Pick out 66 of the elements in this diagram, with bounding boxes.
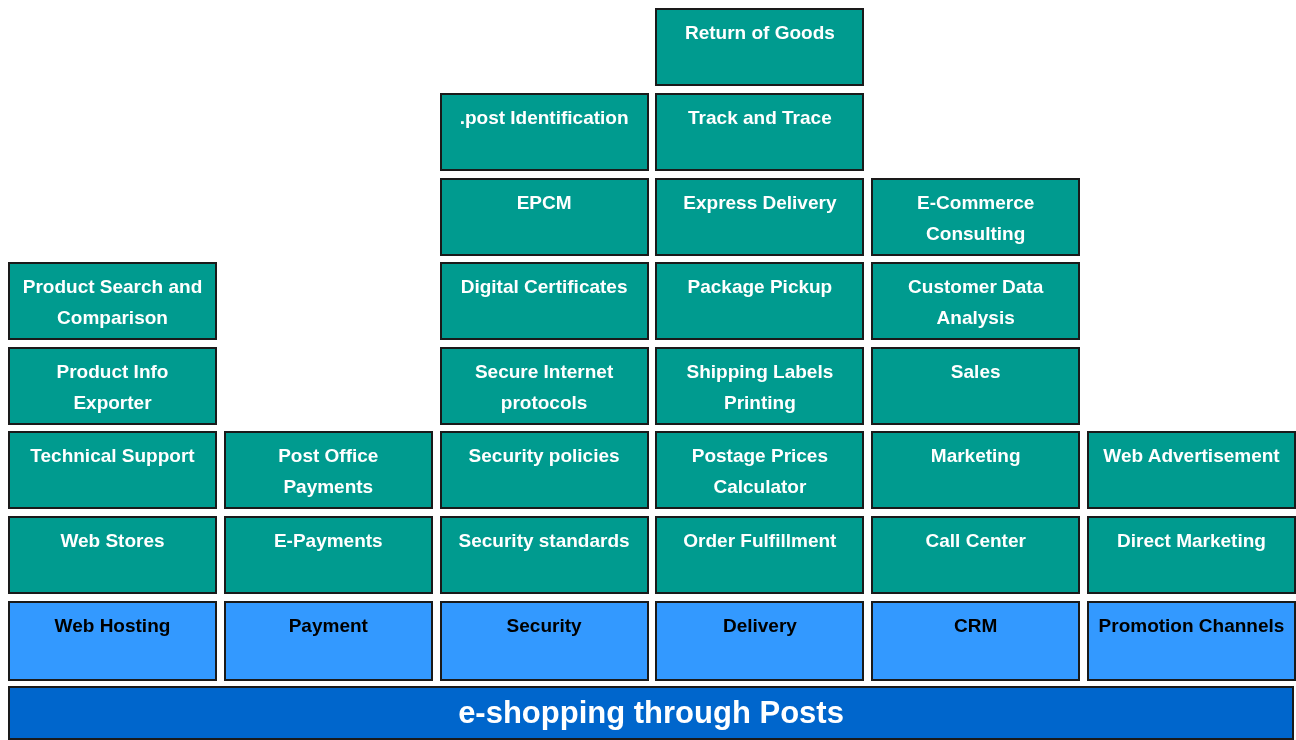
- service-box: [439, 262, 649, 341]
- category-box: [8, 601, 217, 681]
- box-label: e-shopping through Posts: [458, 695, 844, 731]
- box-label: EPCM: [516, 190, 572, 215]
- service-box: [871, 431, 1081, 510]
- category-box: [1087, 601, 1296, 681]
- box-label: E-Commerce Consulting: [916, 190, 1036, 246]
- service-box: [655, 516, 865, 594]
- service-box: [439, 346, 649, 425]
- box-label: Shipping Labels Printing: [685, 359, 835, 415]
- service-box: [223, 516, 433, 594]
- service-box: [655, 8, 865, 87]
- box-label: Customer Data Analysis: [907, 275, 1045, 331]
- box-label: .post Identification: [459, 106, 629, 130]
- box-label: Package Pickup: [687, 275, 833, 300]
- service-box: [871, 262, 1081, 341]
- box-label: Postage Prices Calculator: [690, 444, 829, 500]
- service-box: [8, 431, 217, 510]
- service-box: [223, 431, 433, 510]
- service-box: [439, 431, 649, 510]
- service-box: [1087, 431, 1296, 510]
- service-box: [8, 346, 217, 425]
- box-label: Sales: [950, 359, 1001, 384]
- service-box: [655, 262, 865, 341]
- service-box: [439, 93, 649, 171]
- service-box: [8, 516, 217, 594]
- box-label: Security: [506, 614, 582, 638]
- box-label: Marketing: [930, 444, 1021, 469]
- box-label: Security standards: [458, 529, 630, 553]
- box-label: Express Delivery: [683, 190, 837, 215]
- service-box: [8, 262, 217, 341]
- box-label: Promotion Channels: [1098, 614, 1285, 638]
- category-box: [871, 601, 1081, 681]
- service-box: [655, 431, 865, 510]
- category-box: [439, 601, 649, 681]
- foundation-bar: [8, 686, 1294, 740]
- category-box: [223, 601, 433, 681]
- service-box: [871, 346, 1081, 425]
- box-label: CRM: [954, 614, 998, 638]
- box-label: E-Payments: [273, 529, 383, 553]
- service-box: [871, 177, 1081, 256]
- box-label: Return of Goods: [684, 21, 835, 46]
- box-label: Technical Support: [30, 444, 195, 469]
- service-box: [871, 516, 1081, 594]
- box-label: Delivery: [722, 614, 797, 638]
- box-label: Order Fulfillment: [683, 529, 837, 553]
- box-label: Security policies: [468, 444, 620, 469]
- service-box: [655, 177, 865, 256]
- box-label: Post Office Payments: [277, 444, 380, 500]
- box-label: Web Stores: [60, 529, 165, 553]
- box-label: Web Advertisement: [1103, 444, 1280, 469]
- box-label: Direct Marketing: [1117, 529, 1266, 553]
- service-box: [1087, 516, 1296, 594]
- box-label: Digital Certificates: [460, 275, 628, 300]
- box-label: Secure Internet protocols: [473, 359, 615, 415]
- box-label: Product Search and Comparison: [21, 275, 204, 331]
- service-box: [439, 177, 649, 256]
- box-label: Call Center: [925, 529, 1026, 553]
- box-label: Payment: [288, 614, 368, 638]
- box-label: Track and Trace: [688, 106, 832, 130]
- service-box: [655, 346, 865, 425]
- category-box: [655, 601, 865, 681]
- service-box: [439, 516, 649, 594]
- service-box: [655, 93, 865, 171]
- box-label: Web Hosting: [54, 614, 171, 638]
- box-label: Product Info Exporter: [55, 359, 170, 415]
